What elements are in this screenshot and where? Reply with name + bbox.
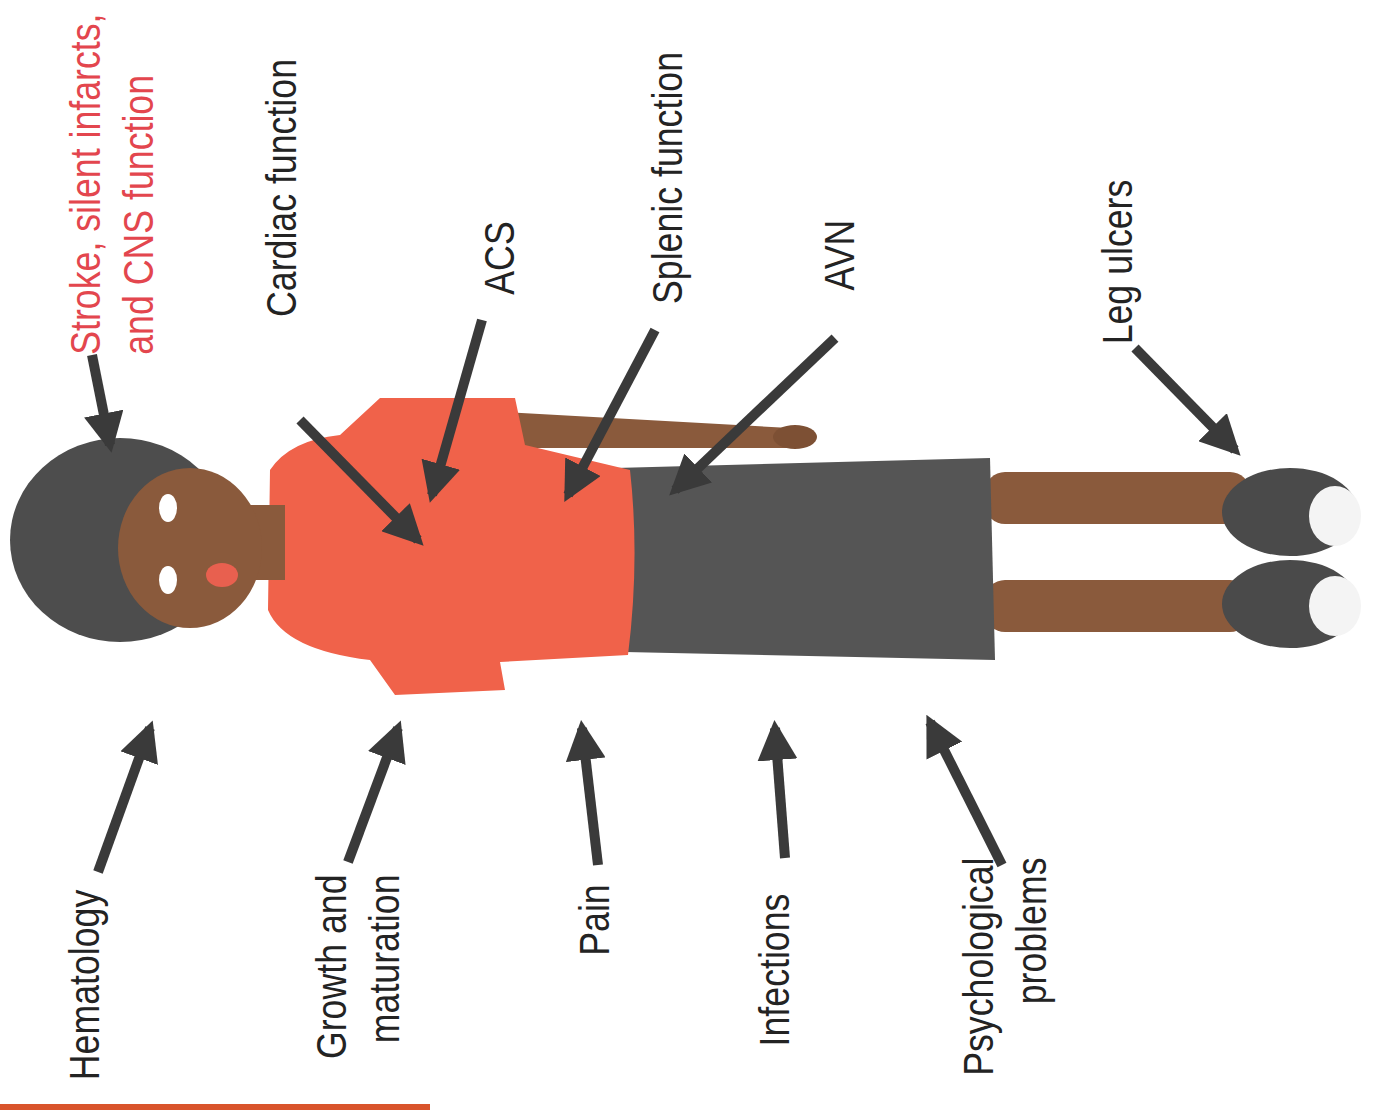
callout-label: Growth and maturation — [306, 875, 411, 1096]
leader-arrow — [582, 728, 598, 865]
leader-arrows — [92, 320, 1235, 872]
callout-label: ACS — [474, 221, 527, 294]
callout-label: Splenic function — [642, 52, 695, 304]
callout-label: Stroke, silent infarcts, and CNS functio… — [60, 0, 165, 355]
face — [118, 468, 262, 628]
eye — [159, 566, 177, 594]
callout-label: Psychological problems — [953, 858, 1058, 1110]
callout-label: Hematology — [59, 890, 112, 1080]
leg — [985, 472, 1250, 524]
shoe-sole — [1309, 576, 1361, 636]
callout-label: Cardiac function — [256, 59, 309, 317]
leader-arrow — [92, 355, 110, 445]
leader-arrow — [675, 338, 835, 490]
leader-arrow — [568, 330, 655, 495]
leader-arrow — [1135, 348, 1235, 450]
callout-label: Infections — [749, 894, 802, 1047]
leader-arrow — [930, 722, 1002, 865]
shoe-sole — [1309, 486, 1361, 546]
page-stripe — [0, 1104, 430, 1110]
shorts — [615, 458, 995, 660]
leader-arrow — [775, 728, 785, 858]
leader-arrow — [98, 728, 150, 872]
leader-arrow — [348, 728, 398, 862]
callout-label: Leg ulcers — [1092, 180, 1145, 345]
cheek — [206, 563, 238, 587]
hand — [773, 425, 817, 449]
eye — [159, 494, 177, 522]
leader-arrow — [432, 320, 482, 495]
callout-label: AVN — [814, 220, 867, 291]
callout-label: Pain — [569, 884, 622, 955]
leader-arrow — [300, 420, 418, 540]
leg — [985, 580, 1250, 632]
